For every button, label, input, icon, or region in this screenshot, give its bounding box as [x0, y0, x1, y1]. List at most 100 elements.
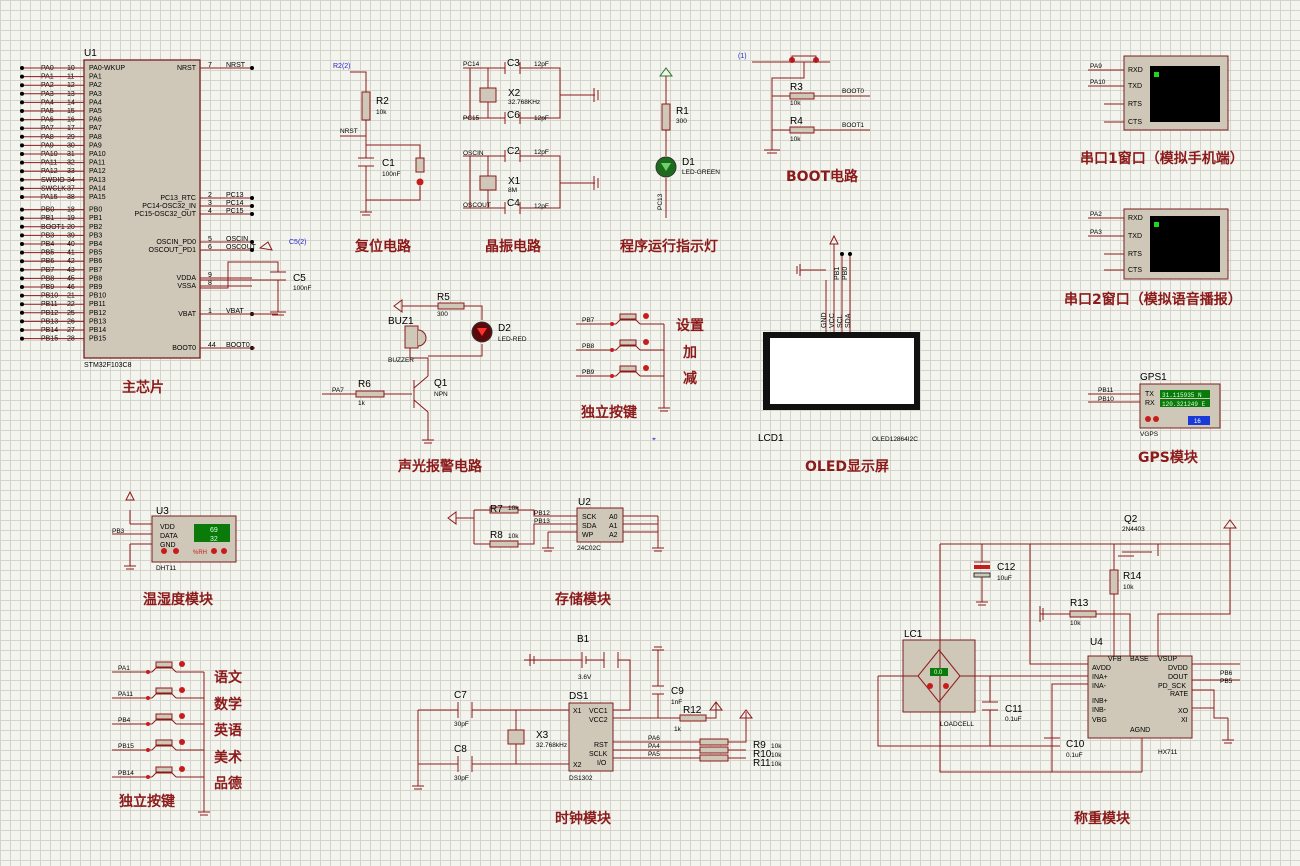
mcu-pin-terminal — [20, 152, 24, 156]
push-button-pa11[interactable]: PA11 — [112, 687, 204, 700]
c11-val: 0.1uF — [1005, 716, 1022, 723]
oscin-net: OSCIN — [463, 150, 484, 157]
uart1-terminal[interactable] — [1088, 55, 1229, 131]
q2-ref: Q2 — [1124, 514, 1138, 525]
mcu-pin-terminal — [20, 250, 24, 255]
mcu-pin-number: 6 — [208, 244, 212, 251]
led-indicator[interactable] — [655, 67, 677, 218]
oled-display[interactable] — [763, 234, 920, 410]
r4-val: 10k — [790, 136, 801, 143]
uart2-cts: CTS — [1128, 267, 1142, 274]
c6-val: 12pF — [534, 115, 549, 122]
mcu-pin-name: PA4 — [89, 99, 102, 106]
mcu-pin-name: VSSA — [177, 283, 196, 290]
mcu-pin-terminal — [20, 336, 24, 341]
key-indicator — [179, 687, 185, 693]
key-wire — [112, 719, 204, 725]
title-eeprom: 存储模块 — [555, 591, 612, 608]
boot1-net: BOOT1 — [842, 122, 864, 129]
c5-ref: C5 — [293, 273, 306, 284]
dht11-sensor[interactable] — [112, 490, 237, 570]
mcu-pin-terminal — [20, 100, 24, 105]
r7-ref: R7 — [490, 504, 503, 515]
eeprom-u2[interactable] — [447, 506, 664, 552]
push-button-pb8[interactable]: PB8 — [576, 339, 664, 352]
mcu-pin-terminal — [20, 177, 24, 182]
push-button-pa1[interactable]: PA1 — [112, 661, 204, 674]
c12-val: 10uF — [997, 575, 1012, 582]
push-button-pb7[interactable]: PB7 — [576, 313, 664, 326]
mcu-pin-name: PB8 — [89, 275, 102, 282]
mcu-pin-name: PA5 — [89, 108, 102, 115]
rtc-ds1302[interactable] — [412, 646, 753, 790]
mcu-pin-name: PA2 — [89, 82, 102, 89]
push-button-pb15[interactable]: PB15 — [112, 739, 204, 752]
alarm-circuit[interactable] — [322, 299, 493, 444]
d1-ref: D1 — [682, 157, 695, 168]
mcu-pin-number: 1 — [208, 308, 212, 315]
mcu-pin-terminal — [20, 143, 24, 148]
title-uart1: 串口1窗口（模拟手机端） — [1080, 150, 1244, 167]
subject-key-label: 英语 — [213, 722, 242, 739]
uart2-rxd: RXD — [1128, 215, 1143, 222]
c5-val: 100nF — [293, 285, 311, 292]
mcu-pin-name: PC14-OSC32_IN — [142, 203, 196, 210]
title-led: 程序运行指示灯 — [620, 238, 718, 255]
r13-val: 10k — [1070, 620, 1081, 627]
mcu-net-label: VBAT — [226, 308, 244, 315]
mcu-pin-terminal — [20, 160, 24, 165]
mcu-net-label: OSCIN — [226, 236, 248, 243]
mcu-pin-name: PB2 — [89, 224, 102, 231]
title-main-chip: 主芯片 — [122, 379, 164, 396]
r14-val: 10k — [1123, 584, 1134, 591]
r12-ref: R12 — [683, 705, 702, 716]
pc13-net: PC13 — [657, 193, 664, 210]
push-button-pb4[interactable]: PB4 — [112, 713, 204, 726]
hx-pdsck: PD_SCK — [1158, 683, 1186, 690]
uart2-terminal[interactable] — [1088, 208, 1229, 280]
mcu-pin-terminal — [20, 242, 24, 246]
crystal-circuit[interactable] — [463, 62, 599, 214]
key-set-label: 设置 — [676, 317, 704, 334]
hx711-weighing[interactable] — [877, 519, 1240, 773]
push-button-pb9[interactable]: PB9 — [576, 365, 664, 378]
subject-key-label: 数学 — [214, 696, 242, 713]
mcu-pin-number: 4 — [208, 208, 212, 215]
oled-pin-gnd: GND — [821, 312, 828, 328]
hx-inam: INA- — [1092, 683, 1107, 690]
u2-ref: U2 — [578, 497, 591, 508]
reset-circuit[interactable]: R2(2) — [333, 63, 425, 216]
push-button-pb14[interactable]: PB14 — [112, 766, 204, 779]
mcu-pin-terminal — [20, 276, 24, 281]
c5-capacitor[interactable] — [200, 241, 286, 349]
key-pin — [146, 722, 150, 726]
boot-circuit[interactable] — [752, 55, 870, 154]
lc1-reading: 0.0 — [934, 670, 943, 676]
dht-part: DHT11 — [156, 565, 176, 572]
mcu-u1[interactable]: U1 STM32F103C8 PA010PA0-WKUPPA111PA1PA21… — [20, 48, 257, 369]
gps-module[interactable] — [1088, 383, 1221, 429]
rtc-sclk: SCLK — [589, 751, 608, 758]
uart2-pa3: PA3 — [1090, 229, 1102, 236]
mcu-pin-name: PB7 — [89, 267, 102, 274]
mcu-pin-terminal — [20, 293, 24, 298]
r4-ref: R4 — [790, 116, 803, 127]
title-alarm: 声光报警电路 — [397, 458, 483, 475]
key-net-label: PB4 — [118, 717, 131, 724]
key-cap — [155, 687, 173, 694]
key-wire — [112, 667, 204, 673]
eeprom-a2: A2 — [609, 532, 618, 539]
mcu-pin-terminal — [20, 224, 24, 229]
mcu-pin-number: 8 — [208, 280, 212, 287]
mcu-pin-terminal — [20, 216, 24, 221]
pa7-net: PA7 — [332, 387, 344, 394]
mcu-net-label: PC15 — [226, 208, 244, 215]
mcu-pin-terminal — [20, 74, 24, 79]
key-net-label: PB14 — [118, 770, 134, 777]
title-dht: 温湿度模块 — [143, 591, 214, 608]
title-rtc: 时钟模块 — [555, 810, 612, 827]
